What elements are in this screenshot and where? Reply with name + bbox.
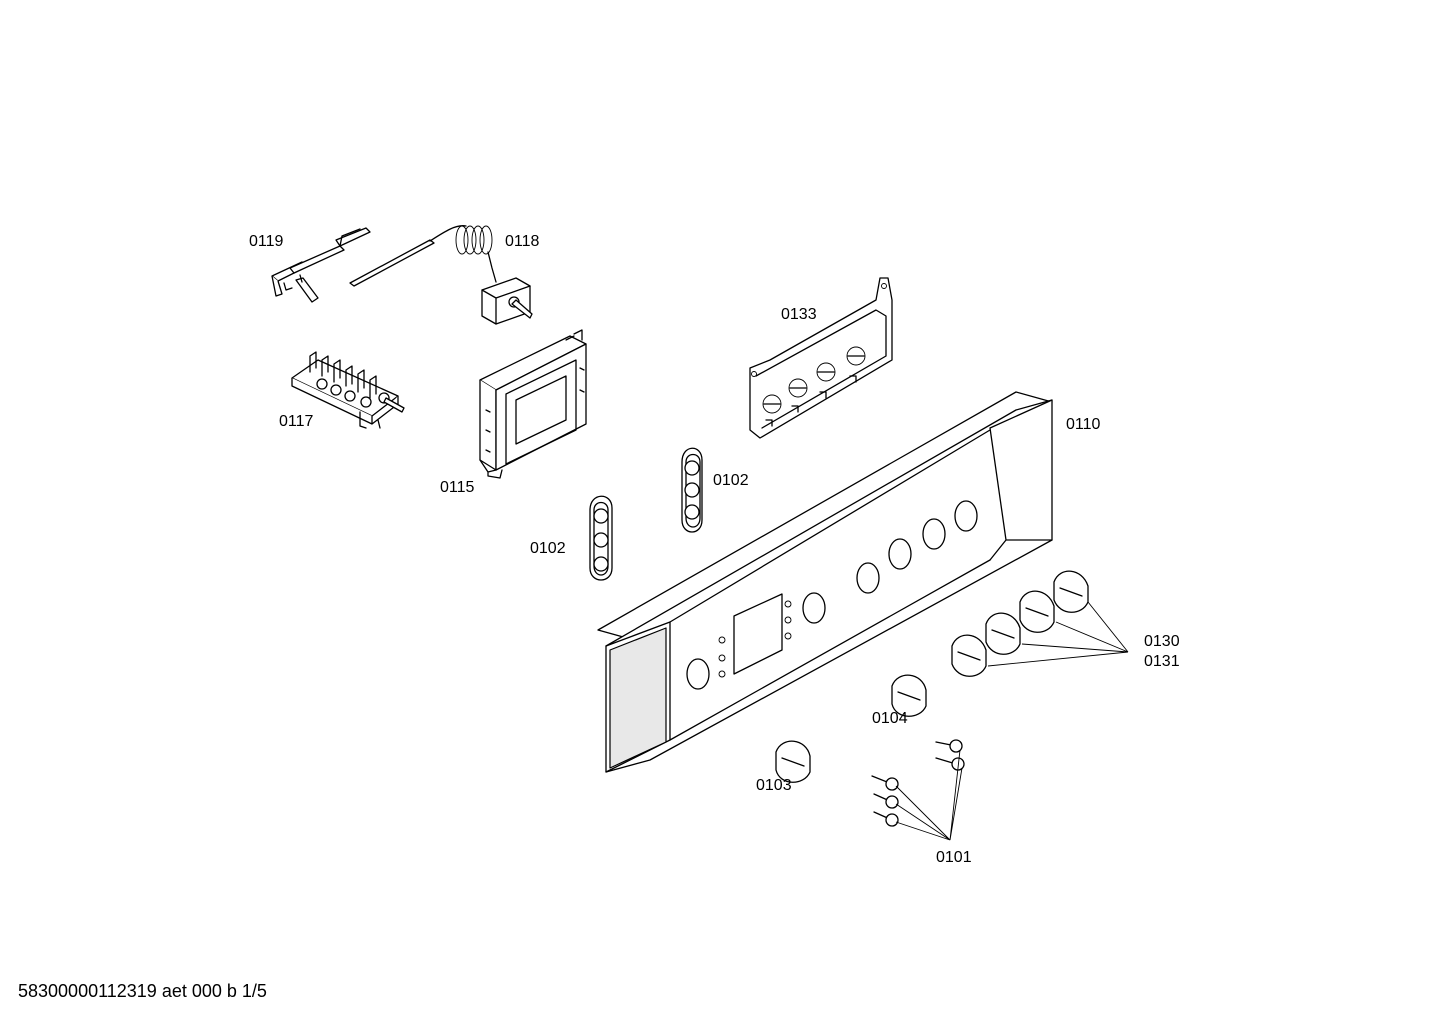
part-0115-control-module xyxy=(479,329,587,479)
part-0104-knob xyxy=(891,674,927,717)
document-id-footer: 58300000112319 aet 000 b 1/5 xyxy=(18,981,267,1001)
label-0102-upper: 0102 xyxy=(713,472,749,489)
label-0103: 0103 xyxy=(756,777,792,794)
label-0119: 0119 xyxy=(249,233,284,250)
label-0133: 0133 xyxy=(781,306,817,323)
label-0102-lower: 0102 xyxy=(530,540,566,557)
label-0117: 0117 xyxy=(279,413,314,430)
part-0102-holder-lower xyxy=(589,495,613,581)
part-0110-control-panel xyxy=(597,391,1053,773)
part-0130-0131-knobs xyxy=(951,570,1129,677)
label-0130: 0130 xyxy=(1144,633,1180,650)
part-0102-holder-upper xyxy=(681,447,703,533)
label-0115: 0115 xyxy=(440,479,475,496)
part-0103-knob xyxy=(775,740,811,783)
label-0131: 0131 xyxy=(1144,653,1180,670)
part-0117-terminal-block xyxy=(291,351,405,429)
part-0133-mounting-plate xyxy=(749,277,893,439)
part-0118-thermostat xyxy=(349,225,533,325)
part-0119-bracket xyxy=(271,227,371,303)
label-0101: 0101 xyxy=(936,849,972,866)
label-0110: 0110 xyxy=(1066,416,1101,433)
part-0101-indicator-pins xyxy=(871,739,965,841)
label-0104: 0104 xyxy=(872,710,908,727)
label-0118: 0118 xyxy=(505,233,540,250)
